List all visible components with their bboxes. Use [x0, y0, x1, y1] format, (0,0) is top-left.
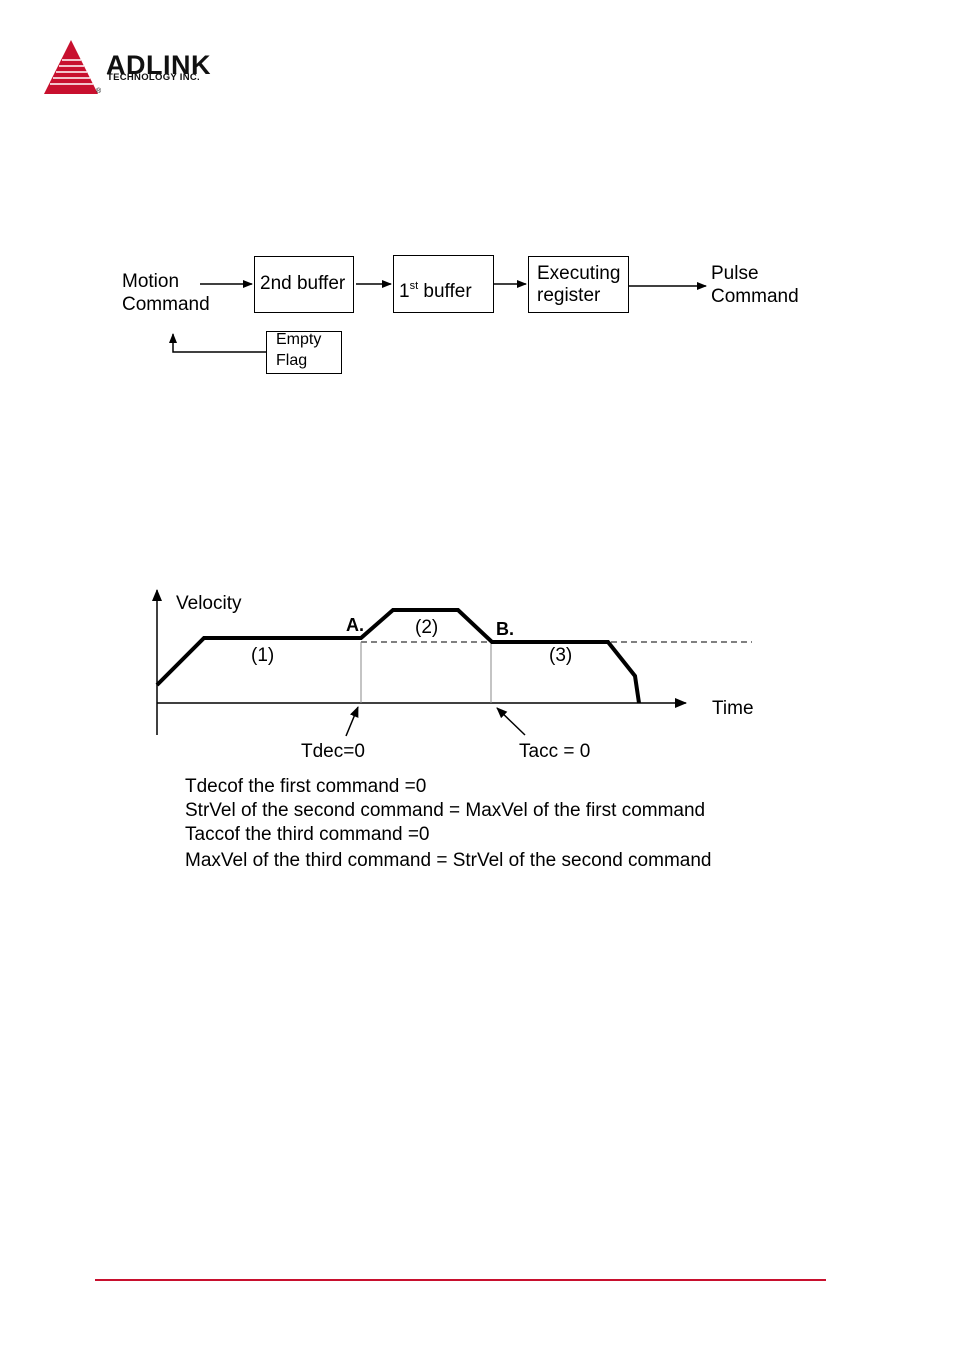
point-b-label: B.: [496, 619, 514, 639]
segment-1-label: (1): [251, 645, 275, 666]
executing-register-box: Executing register: [528, 256, 629, 313]
brand-name: ADLINK: [106, 50, 211, 80]
note-line-1: Tdecof the first command =0: [185, 776, 427, 797]
pulse-command-label: Pulse Command: [711, 263, 799, 307]
motion-command-label: Motion Command: [122, 271, 210, 315]
brand-subtitle: TECHNOLOGY INC.: [107, 72, 200, 83]
executing-register-label: Executing register: [537, 263, 621, 306]
time-axis-label: Time: [712, 698, 754, 719]
segment-3-label: (3): [549, 645, 573, 666]
note-line-2: StrVel of the second command = MaxVel of…: [185, 800, 706, 821]
velocity-axis-label: Velocity: [176, 593, 242, 614]
tacc-label: Tacc = 0: [519, 741, 591, 762]
note-line-3: Taccof the third command =0: [185, 824, 430, 845]
note-line-4: MaxVel of the third command = StrVel of …: [185, 850, 712, 871]
footer-rule: [95, 1279, 826, 1281]
company-logo: ® ADLINK TECHNOLOGY INC.: [42, 38, 242, 100]
first-buffer-label: 1st buffer: [399, 280, 472, 302]
velocity-diagram-graphics: [152, 589, 752, 737]
empty-flag-box: Empty Flag: [266, 331, 342, 374]
velocity-profile: [155, 608, 641, 704]
buffer-diagram: Motion Command 2nd buffer 1st buffer Exe…: [0, 0, 954, 400]
velocity-diagram: Velocity Time A. B. (1) (2) (3) Tdec=0 T…: [0, 560, 954, 780]
tdec-pointer-arrow: [345, 706, 359, 737]
second-buffer-box: 2nd buffer: [254, 256, 354, 313]
velocity-notes: Tdecof the first command =0 StrVel of th…: [185, 775, 711, 873]
empty-flag-label: Empty Flag: [276, 331, 322, 369]
segment-2-label: (2): [415, 617, 439, 638]
tacc-pointer-arrow: [496, 707, 526, 736]
first-buffer-box: 1st buffer: [393, 255, 494, 313]
buffer-diagram-arrows: [169, 280, 707, 353]
logo-triangle-icon: [44, 40, 98, 94]
arrow-empty-flag-feedback: [169, 333, 266, 353]
registered-mark: ®: [96, 88, 102, 95]
second-buffer-label: 2nd buffer: [260, 273, 346, 294]
point-a-label: A.: [346, 615, 364, 635]
tdec-label: Tdec=0: [301, 741, 365, 762]
